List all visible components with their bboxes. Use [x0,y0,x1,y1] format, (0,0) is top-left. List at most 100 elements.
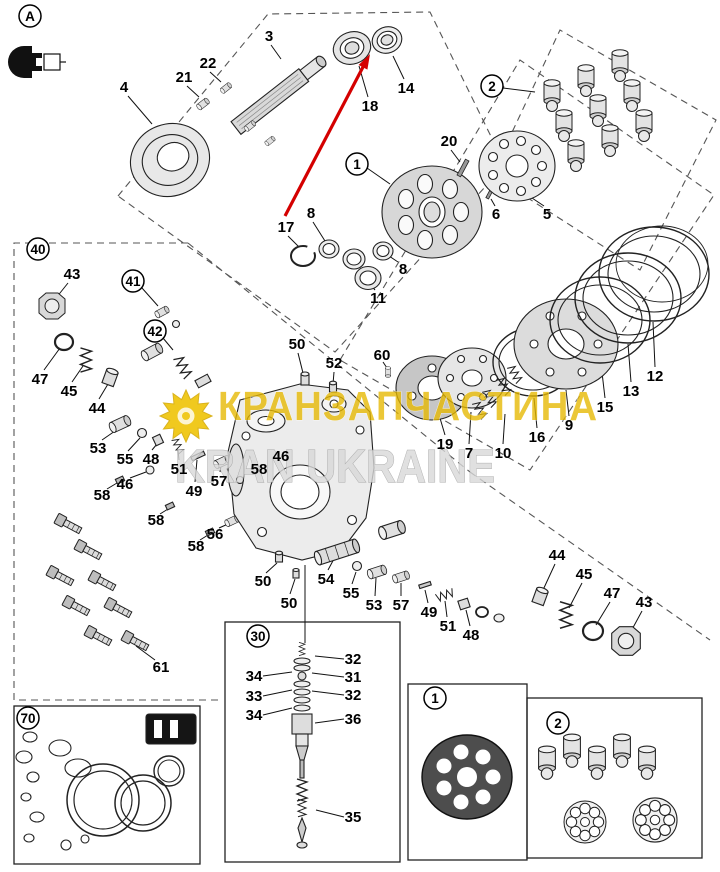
retainer-plate-part [478,130,556,202]
end-cover-part [129,122,211,198]
callout-10: 10 [495,445,512,462]
svg-text:47: 47 [32,371,49,388]
svg-text:55: 55 [343,585,360,602]
plug-60 [385,366,391,378]
callout-50: 50 [281,595,298,612]
svg-text:34: 34 [246,707,263,724]
svg-text:32: 32 [345,687,362,704]
svg-text:52: 52 [326,355,343,372]
callout-16: 16 [529,429,546,446]
plate-7 [437,347,507,409]
svg-text:12: 12 [647,368,664,385]
right-fittings [531,586,641,656]
svg-text:3: 3 [265,28,273,45]
svg-text:2: 2 [488,79,496,94]
bearing-part [332,31,372,65]
cylinder-block-part [381,165,483,259]
bolts-61 [45,512,151,654]
callout-11: 11 [370,290,386,307]
callout-14: 14 [398,80,415,97]
svg-text:1: 1 [431,691,439,706]
callout-57: 57 [393,597,410,614]
callout-50: 50 [289,336,306,353]
small-parts-left-row [107,414,241,528]
svg-text:15: 15 [597,399,614,416]
callout-36: 36 [345,711,362,728]
svg-text:50: 50 [289,336,306,353]
callout-12: 12 [647,368,664,385]
svg-text:58: 58 [251,461,268,478]
callout-4: 4 [120,79,129,96]
svg-text:14: 14 [398,80,415,97]
callout-17: 17 [278,219,295,236]
callout-9: 9 [565,417,573,434]
svg-text:45: 45 [61,383,78,400]
callout-53: 53 [90,440,107,457]
svg-text:48: 48 [143,451,160,468]
callout-15: 15 [597,399,614,416]
callout-1: 1 [423,686,447,710]
svg-text:40: 40 [30,242,45,257]
svg-text:44: 44 [89,400,106,417]
svg-text:10: 10 [495,445,512,462]
callout-47: 47 [604,585,621,602]
callout-55: 55 [343,585,360,602]
callout-53: 53 [366,597,383,614]
svg-text:31: 31 [345,669,362,686]
svg-text:51: 51 [171,461,188,478]
callout-2: 2 [546,711,570,735]
svg-text:4: 4 [120,79,129,96]
svg-text:18: 18 [362,98,379,115]
callout-19: 19 [437,436,454,453]
callout-70: 70 [16,706,40,730]
svg-text:13: 13 [623,383,640,400]
svg-text:43: 43 [636,594,653,611]
svg-text:21: 21 [176,69,193,86]
svg-text:48: 48 [463,627,480,644]
callout-41: 41 [121,269,145,293]
callout-7: 7 [465,445,473,462]
svg-text:20: 20 [441,133,458,150]
callout-44: 44 [549,547,566,564]
callout-20: 20 [441,133,458,150]
callout-22: 22 [200,55,217,72]
red-arrow [283,54,370,217]
svg-text:55: 55 [117,451,134,468]
cylinder-block-box1 [421,734,513,820]
svg-text:11: 11 [370,290,386,307]
svg-text:50: 50 [255,573,272,590]
callout-6: 6 [492,206,500,223]
svg-text:46: 46 [273,448,290,465]
svg-text:30: 30 [250,629,265,644]
svg-text:50: 50 [281,595,298,612]
callout-60: 60 [374,347,391,364]
washers-8-11 [318,239,394,291]
callout-18: 18 [362,98,379,115]
callout-43: 43 [636,594,653,611]
callout-48: 48 [463,627,480,644]
callout-57: 57 [211,473,228,490]
piston-set-group2 [543,49,653,172]
watermark-line2: KRAN UKRAINE [175,440,495,492]
svg-text:16: 16 [529,429,546,446]
callout-34: 34 [246,707,263,724]
valve-cartridge-30 [291,642,313,849]
svg-text:49: 49 [421,604,438,621]
callout-34: 34 [246,668,263,685]
callout-13: 13 [623,383,640,400]
svg-text:19: 19 [437,436,454,453]
svg-text:57: 57 [211,473,228,490]
svg-text:36: 36 [345,711,362,728]
callout-49: 49 [421,604,438,621]
callout-54: 54 [318,571,335,588]
friction-rings-13 [574,252,682,344]
svg-text:32: 32 [345,651,362,668]
shaft-pins [243,119,277,147]
svg-text:51: 51 [440,618,457,635]
friction-rings-12 [598,225,710,322]
valve-row-right [313,519,505,623]
svg-text:47: 47 [604,585,621,602]
drive-pin-part [456,158,470,178]
svg-text:60: 60 [374,347,391,364]
callout-58: 58 [94,487,111,504]
